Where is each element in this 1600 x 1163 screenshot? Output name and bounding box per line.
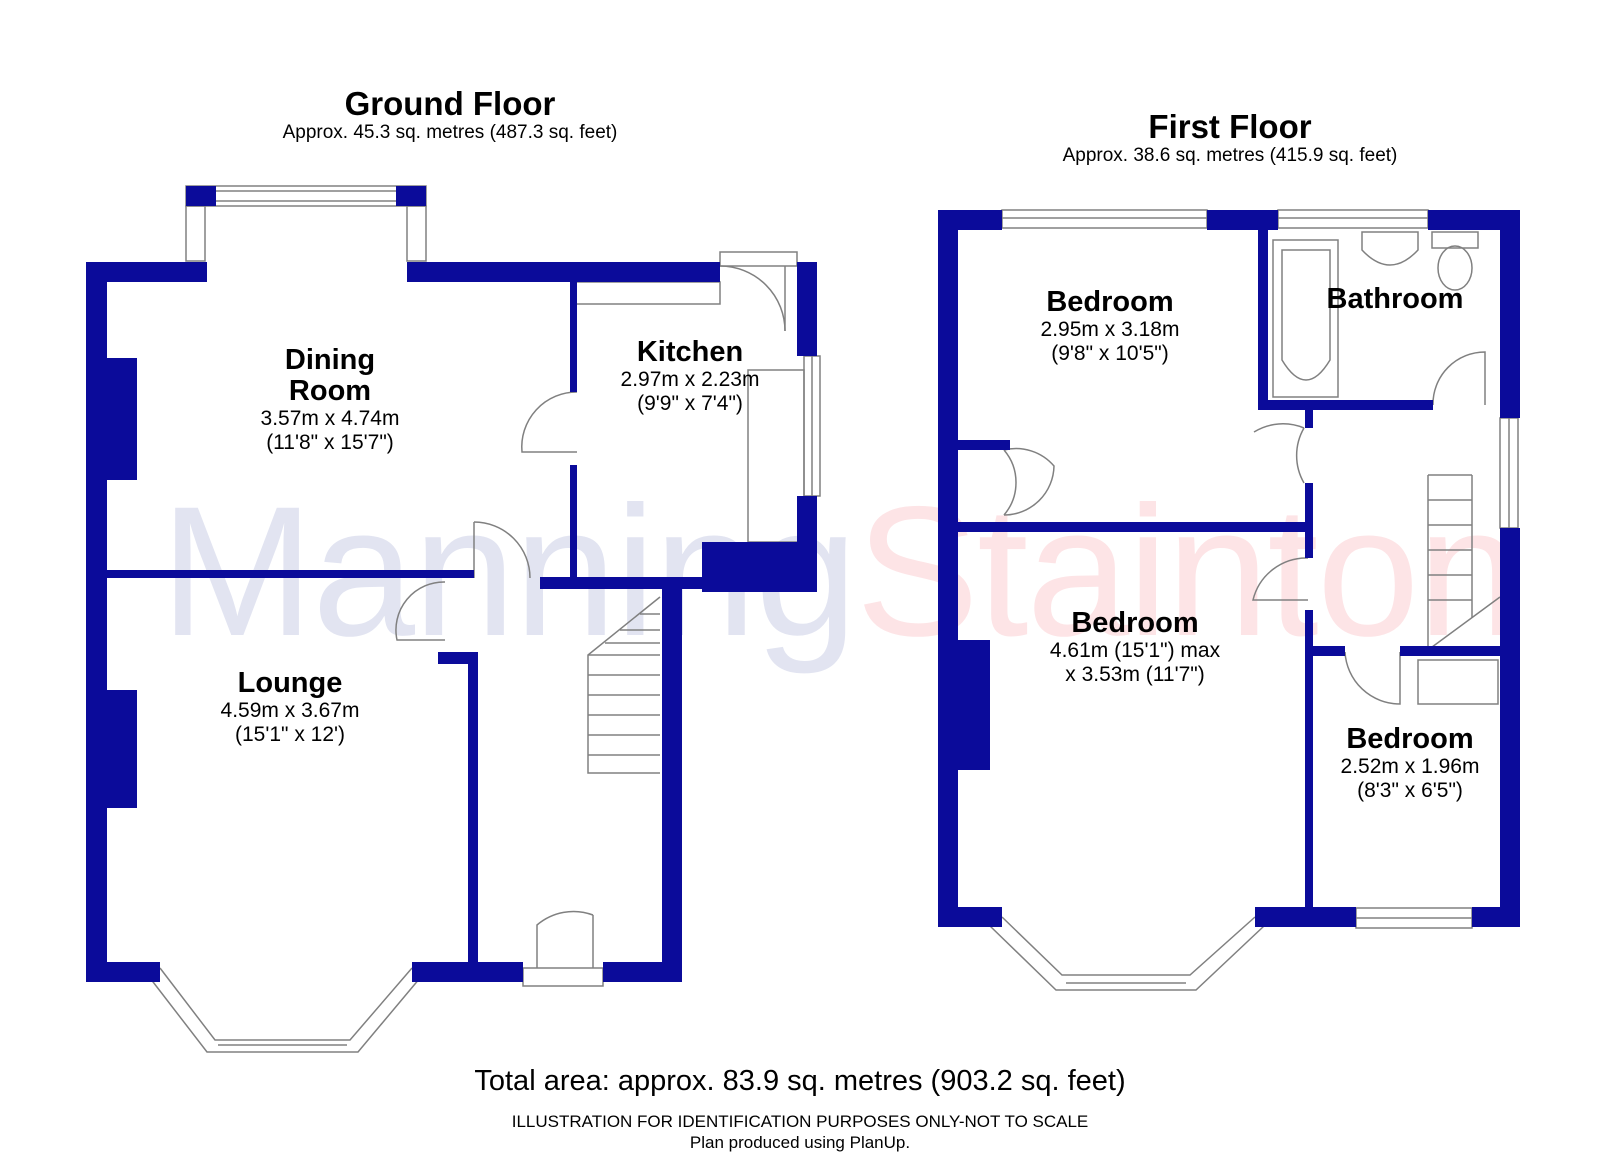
room-label-bedroom-3: Bedroom 2.52m x 1.96m (8'3" x 6'5"): [1340, 723, 1480, 803]
bay-window-top: [185, 185, 427, 207]
bedroom3-door-swing: [1344, 651, 1401, 705]
bedroom2-door-swing: [1252, 557, 1309, 601]
basin: [1361, 231, 1419, 266]
bedroom1-door-swing: [1295, 427, 1305, 484]
first-walls: [938, 210, 1520, 927]
room-label-bathroom: Bathroom: [1326, 283, 1464, 315]
ground-staircase: [587, 596, 661, 774]
cupboard-door-swing: [1003, 449, 1017, 516]
room-label-bedroom-1: Bedroom 2.95m x 3.18m (9'8" x 10'5"): [1040, 286, 1180, 366]
ground-floor-plan: [86, 185, 821, 1053]
room-label-dining-room: Dining Room 3.57m x 4.74m (11'8" x 15'7"…: [260, 344, 400, 455]
first-floor-plan: [938, 209, 1520, 991]
front-door-swing: [536, 910, 594, 968]
kitchen-worktop: [574, 281, 721, 305]
kitchen-door-swing: [521, 391, 578, 453]
lounge-chimney-breast: [107, 690, 137, 808]
bathroom-window: [1277, 209, 1429, 229]
room-label-bedroom-2: Bedroom 4.61m (15'1") max x 3.53m (11'7"…: [1049, 607, 1221, 687]
ground-fixtures: [149, 185, 821, 1053]
bath: [1272, 239, 1339, 398]
lounge-bay-window: [159, 967, 413, 1041]
ground-floor-area: Approx. 45.3 sq. metres (487.3 sq. feet): [282, 122, 618, 143]
lounge-door-swing: [395, 581, 446, 641]
dining-door-swing: [473, 521, 531, 579]
first-floor-name: First Floor: [1148, 108, 1312, 145]
first-floor-area: Approx. 38.6 sq. metres (415.9 sq. feet): [1062, 145, 1398, 166]
kitchen-back-door-swing: [719, 265, 786, 332]
produced-by: Plan produced using PlanUp.: [689, 1133, 911, 1152]
first-fixtures: [989, 209, 1519, 991]
ground-floor-title: Ground Floor Approx. 45.3 sq. metres (48…: [230, 86, 670, 144]
bathroom-door-swing: [1432, 351, 1486, 406]
first-staircase: [1427, 475, 1501, 652]
first-floor-title: First Floor Approx. 38.6 sq. metres (415…: [1010, 109, 1450, 167]
room-label-kitchen: Kitchen 2.97m x 2.23m (9'9" x 7'4"): [620, 336, 760, 416]
ground-walls: [86, 186, 817, 982]
toilet: [1431, 231, 1479, 249]
room-label-lounge: Lounge 4.59m x 3.67m (15'1" x 12'): [220, 667, 360, 747]
bedroom1-window: [1001, 209, 1208, 229]
disclaimer: ILLUSTRATION FOR IDENTIFICATION PURPOSES…: [511, 1112, 1089, 1131]
total-area: Total area: approx. 83.9 sq. metres (903…: [474, 1065, 1126, 1097]
ground-floor-name: Ground Floor: [344, 85, 556, 122]
bedroom2-chimney-breast: [958, 640, 990, 770]
dining-chimney-breast: [107, 358, 137, 480]
bedroom2-bay-window: [1001, 916, 1256, 976]
